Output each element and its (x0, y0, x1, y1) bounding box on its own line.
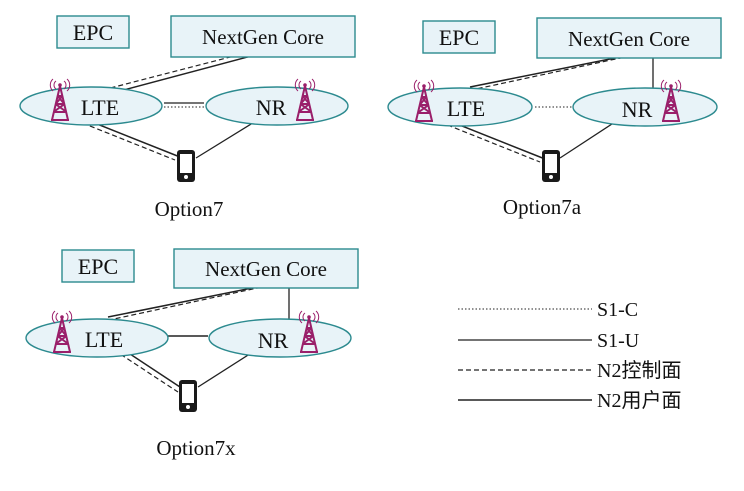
option7-core-label: NextGen Core (202, 25, 324, 49)
option7-lte-cell (19, 86, 163, 126)
option7x-caption: Option7x (156, 436, 236, 460)
phone-icon (179, 380, 197, 412)
legend: S1-C S1-U N2控制面 N2用户面 (458, 299, 681, 412)
option7a-nr-cell (572, 87, 718, 127)
phone-icon (542, 150, 560, 182)
option7a-epc-label: EPC (439, 25, 479, 50)
option7x-core-box (173, 248, 359, 289)
option7x-epc-label: EPC (78, 254, 118, 279)
option7a-nr-label: NR (622, 97, 653, 122)
option7x-lte-label: LTE (85, 327, 123, 352)
option7x-group: EPC NextGen Core LTE NR Option7x (25, 248, 359, 460)
option7-epc-box (56, 15, 130, 49)
option7x-nr-label: NR (258, 328, 289, 353)
option7-nr-label: NR (256, 95, 287, 120)
option7a-caption: Option7a (503, 195, 582, 219)
phone-icon (177, 150, 195, 182)
option7x-epc-box (61, 249, 135, 283)
legend-label-n2u: N2用户面 (597, 389, 681, 412)
option7a-lte-label: LTE (447, 96, 485, 121)
legend-label-s1c: S1-C (597, 299, 638, 321)
option7x-core-label: NextGen Core (205, 257, 327, 281)
option7a-core-box (536, 17, 722, 59)
option7a-group: EPC NextGen Core LTE NR Option7a (387, 17, 722, 219)
option7a-core-label: NextGen Core (568, 27, 690, 51)
option7-core-box (170, 15, 356, 58)
option7-epc-label: EPC (73, 20, 113, 45)
option7-caption: Option7 (155, 197, 224, 221)
legend-label-s1u: S1-U (597, 330, 640, 352)
option7-lte-label: LTE (81, 95, 119, 120)
legend-label-n2c: N2控制面 (597, 359, 681, 382)
option7a-epc-box (422, 20, 496, 54)
option7-group: EPC NextGen Core LTE NR Option7 (19, 15, 356, 221)
